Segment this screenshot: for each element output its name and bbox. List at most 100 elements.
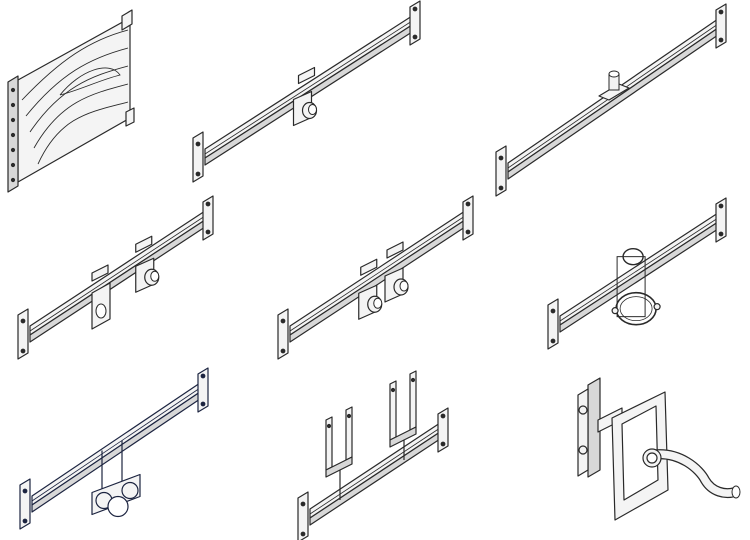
bolt-icon bbox=[465, 201, 471, 207]
rail-bracket-valve-fittings bbox=[19, 367, 209, 530]
mount-tab bbox=[91, 264, 109, 282]
rail-top bbox=[29, 210, 206, 336]
bolt-icon bbox=[280, 318, 286, 324]
pipe-outlet-bore bbox=[373, 297, 383, 309]
bottom-clip bbox=[125, 107, 135, 127]
bolt-icon bbox=[200, 401, 206, 407]
end-plate-left bbox=[547, 298, 559, 350]
mount-tab bbox=[386, 241, 404, 259]
rail-groove bbox=[31, 387, 201, 502]
bolt-icon bbox=[718, 37, 724, 43]
pipe-outlet-bore bbox=[150, 270, 160, 282]
pipe-outlet-bore bbox=[399, 280, 409, 292]
rail-groove bbox=[29, 215, 206, 332]
bolt-icon bbox=[300, 501, 306, 507]
valve-icon bbox=[107, 495, 129, 518]
bolt-icon bbox=[10, 117, 16, 123]
rail-front bbox=[559, 221, 719, 333]
rail-bracket-two-plates bbox=[17, 195, 214, 360]
mount-tab bbox=[297, 66, 316, 85]
pipe-stub-top bbox=[608, 70, 620, 78]
bolt-icon bbox=[205, 229, 211, 235]
bolt-icon bbox=[718, 203, 724, 209]
post-mounted-frame-with-hose bbox=[577, 377, 741, 521]
bolt-icon bbox=[440, 441, 446, 447]
bolt-icon bbox=[195, 171, 201, 177]
bolt-icon bbox=[10, 177, 16, 183]
end-plate-left bbox=[192, 131, 204, 183]
pipe-outlet-bore bbox=[308, 104, 317, 115]
end-plate-right bbox=[462, 195, 474, 241]
bolt-icon bbox=[498, 155, 504, 161]
pipe-clamp-ring bbox=[615, 291, 657, 326]
wood-knot bbox=[59, 67, 121, 96]
bolt-icon bbox=[22, 488, 28, 494]
rail-front bbox=[507, 27, 719, 180]
clamp-frame bbox=[616, 256, 646, 318]
bolt-icon bbox=[412, 6, 418, 12]
hose-body bbox=[646, 450, 739, 497]
bolt-icon bbox=[498, 185, 504, 191]
wood-grain bbox=[37, 101, 129, 165]
bolt-icon bbox=[326, 423, 332, 429]
bolt-icon bbox=[10, 162, 16, 168]
wood-grain bbox=[25, 47, 129, 117]
bolt-icon bbox=[390, 387, 396, 393]
rail-bracket-single-outlet bbox=[192, 0, 421, 183]
rail-top bbox=[559, 212, 719, 326]
pipe-clamp-inner bbox=[619, 296, 653, 322]
wood-panel-bracket bbox=[7, 9, 135, 193]
rail-front bbox=[289, 219, 466, 343]
post-channel bbox=[577, 388, 589, 477]
bolt-icon bbox=[200, 373, 206, 379]
rail-top bbox=[204, 15, 413, 159]
post-bolt-icon bbox=[578, 405, 588, 415]
top-clip bbox=[121, 9, 133, 31]
end-plate-right bbox=[437, 407, 449, 453]
clamp-bolt-icon bbox=[653, 303, 661, 311]
end-plate-left bbox=[277, 308, 289, 360]
rail-groove bbox=[289, 215, 466, 332]
bolt-icon bbox=[10, 132, 16, 138]
u-post-base bbox=[389, 426, 417, 448]
bolt-icon bbox=[412, 34, 418, 40]
bolt-icon bbox=[195, 141, 201, 147]
mount-tab bbox=[360, 258, 378, 276]
clamp-bolt-icon bbox=[611, 307, 619, 315]
end-plate-right bbox=[715, 3, 727, 49]
bolt-icon bbox=[20, 348, 26, 354]
rail-bracket-pipe-clamp bbox=[547, 197, 727, 350]
post-bolt-icon bbox=[578, 445, 588, 455]
bolt-icon bbox=[205, 201, 211, 207]
end-plate-right bbox=[715, 197, 727, 243]
bolt-icon bbox=[718, 231, 724, 237]
end-plate-right bbox=[202, 195, 214, 241]
bolt-icon bbox=[10, 102, 16, 108]
upper-clamp-ring bbox=[622, 247, 644, 266]
end-plate-left bbox=[495, 145, 507, 197]
bolt-icon bbox=[465, 229, 471, 235]
end-plate-left bbox=[297, 491, 309, 540]
hose-end bbox=[731, 485, 741, 499]
frame-inner bbox=[621, 405, 659, 501]
bolt-icon bbox=[300, 531, 306, 537]
rail-groove bbox=[309, 427, 441, 515]
end-plate-left bbox=[19, 478, 31, 530]
bolt-icon bbox=[10, 147, 16, 153]
bolt-icon bbox=[20, 318, 26, 324]
plate-hole bbox=[95, 303, 107, 319]
bolt-icon bbox=[410, 377, 416, 383]
rail-groove bbox=[559, 217, 719, 322]
bolt-icon bbox=[550, 308, 556, 314]
rail-bracket-top-outlet bbox=[495, 3, 727, 197]
end-plate-right bbox=[197, 367, 209, 413]
u-post-base bbox=[325, 456, 353, 478]
wood-panel bbox=[17, 17, 131, 183]
bolt-icon bbox=[22, 518, 28, 524]
wood-grain bbox=[33, 83, 129, 149]
rail-bracket-two-outlets bbox=[277, 195, 474, 360]
bolt-icon bbox=[280, 348, 286, 354]
fitting-outlet bbox=[121, 481, 139, 500]
